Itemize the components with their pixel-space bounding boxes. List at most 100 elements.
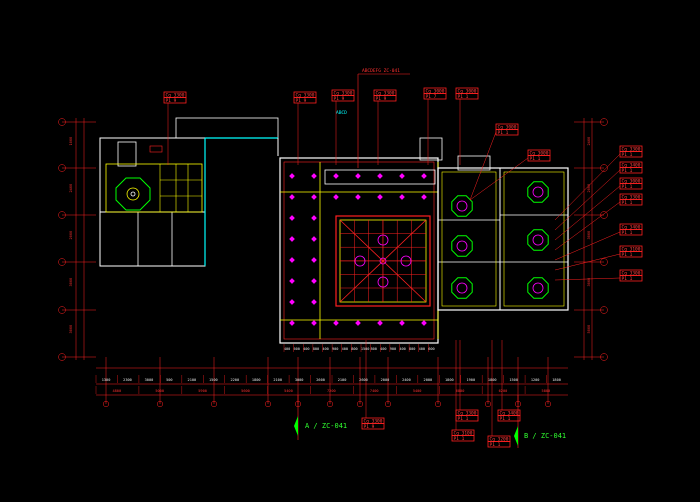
tag-text-b: P1 1 (458, 94, 469, 100)
dim-label: 5800 (542, 389, 551, 393)
tag-text-b: P1 1 (490, 442, 501, 448)
tag-text-b: P1 1 (622, 168, 633, 174)
dim-label: 400 (284, 347, 291, 351)
dim-label: 1800 (552, 378, 561, 382)
room-chandelier (527, 181, 549, 203)
grid-bubble (544, 400, 552, 408)
tag-text-a: Cg 3300 (622, 194, 641, 200)
room-chandelier (451, 277, 473, 299)
dim-label: 2300 (123, 378, 132, 382)
downlight-mark (333, 173, 339, 179)
tag-leader (554, 201, 621, 251)
grid-bubble (156, 400, 164, 408)
dim-label: 1500 (509, 378, 518, 382)
tag-text-b: P1 1 (530, 156, 541, 162)
dim-label: 600 (428, 347, 435, 351)
downlight-mark (311, 194, 317, 200)
grid-bubble (210, 400, 218, 408)
room-chandelier (451, 235, 473, 257)
tag-leader (554, 277, 621, 281)
tag-text-a: Cg 3300 (458, 410, 477, 416)
dim-label: 3000 (145, 378, 154, 382)
tag-text-a: Cg 3400 (500, 410, 519, 416)
tag-text-b: P1 1 (498, 130, 509, 136)
dim-label: 5600 (241, 389, 250, 393)
tag-text-b: P1 9 (376, 96, 387, 102)
downlight-mark (421, 320, 427, 326)
room-fixture (456, 282, 468, 294)
tag-text-b: P1 9 (334, 96, 345, 102)
tag-text-b: P1 1 (622, 230, 633, 236)
downlight-mark (289, 194, 295, 200)
downlight-mark (421, 173, 427, 179)
downlight-mark (311, 236, 317, 242)
tag-text-a: Cg 3300 (376, 90, 395, 96)
dim-label: 2400 (587, 137, 591, 146)
dim-label: 500 (166, 378, 173, 382)
tag-leader (554, 253, 621, 271)
downlight-mark (377, 194, 383, 200)
section-marker-left: A / ZC-041 (294, 395, 347, 440)
tag-text-b: P1 1 (500, 416, 511, 422)
grid-bubble (356, 400, 364, 408)
dim-label: 3000 (295, 378, 304, 382)
downlight-mark (311, 299, 317, 305)
tag-leader (469, 131, 497, 201)
hall-chandeliers (354, 234, 412, 288)
tag-text-a: Cg 3300 (166, 92, 185, 98)
tag-text-a: Cg 3400 (622, 224, 641, 230)
tag-r4: Cg 3400 P1 1 (554, 161, 643, 231)
downlight-mark (421, 194, 427, 200)
downlight-mark (333, 194, 339, 200)
dim-label: 600 (293, 347, 300, 351)
dim-label: 800 (313, 347, 320, 351)
room-fixture (456, 200, 468, 212)
dim-label: 2000 (381, 378, 390, 382)
tag-text-a: Cg 3300 (622, 146, 641, 152)
tag-leader (554, 231, 621, 261)
dim-label: 800 (351, 347, 358, 351)
downlight-mark (289, 299, 295, 305)
dim-label: 2000 (587, 184, 591, 193)
tag-text-a: Cg 3000 (530, 150, 549, 156)
room-fixture (532, 186, 544, 198)
central-hall (279, 157, 439, 344)
downlight-mark (289, 173, 295, 179)
dim-label: 3000 (587, 231, 591, 240)
tag-text-a: Cg 3000 (622, 178, 641, 184)
dim-label: 900 (390, 347, 397, 351)
tag-text-b: P1 1 (622, 200, 633, 206)
tag-text-b: P1 1 (622, 184, 633, 190)
dim-label: 1000 (69, 137, 73, 146)
dim-label: 5000 (155, 389, 164, 393)
downlight-mark (311, 278, 317, 284)
grid-bubble (264, 400, 272, 408)
grid-bubble (102, 400, 110, 408)
room-fixture (456, 240, 468, 252)
dim-label: 1800 (252, 378, 261, 382)
dim-label: 1900 (466, 378, 475, 382)
dim-label: 1500 (361, 347, 370, 351)
top-note: ABCDEFG ZC-041 ABCD (336, 68, 410, 168)
dim-label: 2000 (424, 378, 433, 382)
dim-label: 5400 (284, 389, 293, 393)
top-note-text: ABCDEFG ZC-041 (362, 68, 400, 74)
dim-label: 2600 (359, 378, 368, 382)
tag-text-a: Cg 3200 (490, 436, 509, 442)
tag-text-b: P1 1 (622, 252, 633, 258)
dim-label: 400 (380, 347, 387, 351)
dim-label: 5400 (413, 389, 422, 393)
